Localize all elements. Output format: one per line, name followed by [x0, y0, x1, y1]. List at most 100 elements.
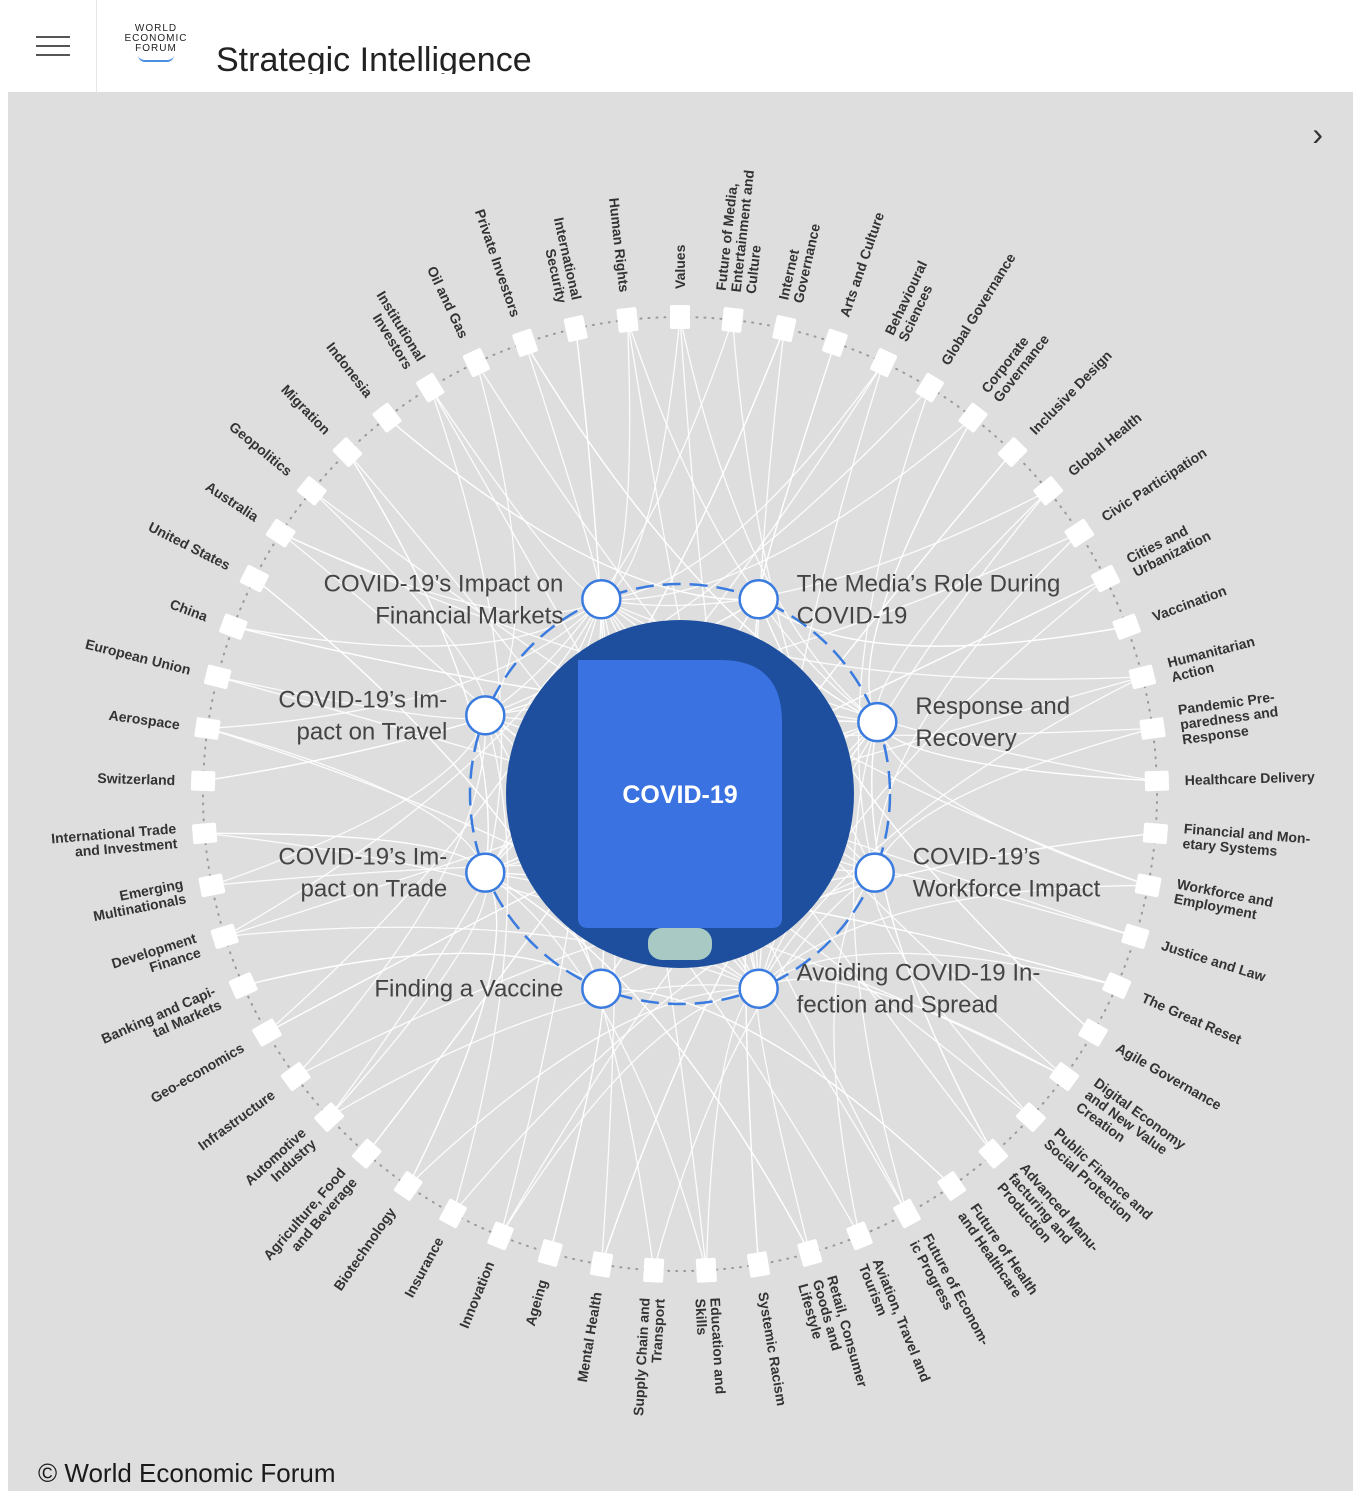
- topic-label[interactable]: Pandemic Pre-paredness andResponse: [1177, 688, 1281, 747]
- topic-node[interactable]: HumanitarianAction: [1128, 633, 1260, 690]
- topic-label[interactable]: The Great Reset: [1139, 990, 1244, 1048]
- key-issue-label[interactable]: fection and Spread: [797, 992, 998, 1019]
- topic-node[interactable]: Values: [670, 244, 690, 329]
- topic-label[interactable]: Civic Participation: [1098, 444, 1209, 524]
- topic-label[interactable]: Justice and Law: [1160, 937, 1268, 985]
- key-issue-label[interactable]: The Media’s Role During: [797, 570, 1061, 597]
- topic-node[interactable]: The Great Reset: [1102, 972, 1245, 1048]
- topic-node[interactable]: Vaccination: [1112, 582, 1229, 640]
- topic-label[interactable]: Retail, ConsumerGoods andLifestyle: [795, 1274, 871, 1398]
- key-issue-label[interactable]: Workforce Impact: [913, 876, 1101, 903]
- key-issue-label[interactable]: COVID-19’s Im-: [278, 686, 447, 713]
- topic-label[interactable]: AutomotiveIndustry: [241, 1124, 319, 1199]
- topic-label[interactable]: Biotechnology: [330, 1204, 399, 1293]
- topic-node[interactable]: Healthcare Delivery: [1144, 768, 1316, 792]
- topic-label[interactable]: Global Health: [1065, 409, 1145, 479]
- key-issue-label[interactable]: Response and: [915, 693, 1070, 720]
- topic-label[interactable]: Values: [672, 244, 688, 289]
- topic-node[interactable]: Human Rights: [606, 197, 639, 333]
- topic-label[interactable]: DevelopmentFinance: [109, 930, 202, 986]
- key-issue-label[interactable]: Recovery: [915, 725, 1016, 752]
- topic-label[interactable]: InternationalSecurity: [536, 216, 585, 305]
- topic-label[interactable]: Arts and Culture: [836, 210, 887, 319]
- topic-label[interactable]: Switzerland: [97, 770, 175, 788]
- key-issue-label[interactable]: pact on Travel: [297, 718, 448, 745]
- topic-label[interactable]: InstitutionalInvestors: [361, 288, 429, 372]
- topic-label[interactable]: Ageing: [522, 1278, 550, 1328]
- key-issue-label[interactable]: COVID-19: [797, 602, 908, 629]
- topic-label[interactable]: Infrastructure: [195, 1087, 278, 1154]
- topic-node[interactable]: InternetGovernance: [772, 219, 823, 343]
- key-issue-label[interactable]: Avoiding COVID-19 In-: [797, 960, 1041, 987]
- topic-node[interactable]: Retail, ConsumerGoods andLifestyle: [795, 1239, 871, 1398]
- topic-node[interactable]: China: [168, 596, 248, 641]
- topic-label[interactable]: Migration: [278, 381, 333, 437]
- topic-node[interactable]: Future of Media,Entertainment andCulture: [713, 167, 772, 333]
- topic-node[interactable]: Indonesia: [323, 339, 402, 433]
- topic-label[interactable]: Human Rights: [606, 197, 632, 293]
- key-issue-node[interactable]: COVID-19’s Im-pact on Travel: [278, 686, 506, 745]
- topic-label[interactable]: InternetGovernance: [775, 219, 823, 305]
- key-issue-node[interactable]: COVID-19’s Impact on Financial Markets: [324, 570, 622, 629]
- topic-label[interactable]: Inclusive Design: [1026, 347, 1114, 437]
- transformation-map[interactable]: COVID-19 COVID-19’s Impact on Financial Ma…: [8, 92, 1353, 1491]
- topic-node[interactable]: United States: [146, 519, 270, 593]
- topic-label[interactable]: Systemic Racism: [755, 1291, 790, 1407]
- topic-node[interactable]: Education andSkills: [692, 1257, 729, 1396]
- topic-node[interactable]: European Union: [84, 636, 232, 690]
- key-issue-label[interactable]: pact on Trade: [301, 876, 448, 903]
- topic-label[interactable]: China: [168, 596, 210, 625]
- topic-label[interactable]: Education andSkills: [692, 1297, 728, 1395]
- topic-label[interactable]: Supply Chain andTransport: [630, 1297, 668, 1417]
- topic-node[interactable]: Banking and Capi-tal Markets: [99, 972, 258, 1061]
- topic-node[interactable]: Cities andUrbanization: [1090, 514, 1213, 593]
- topic-label[interactable]: CorporateGovernance: [978, 322, 1052, 405]
- topic-node[interactable]: Systemic Racism: [746, 1251, 790, 1407]
- topic-label[interactable]: BehaviouralSciences: [881, 258, 943, 344]
- chevron-right-icon[interactable]: ›: [1312, 116, 1323, 152]
- topic-node[interactable]: Switzerland: [97, 770, 216, 792]
- key-issue-label[interactable]: Finding a Vaccine: [374, 976, 563, 1003]
- topic-label[interactable]: European Union: [84, 636, 193, 678]
- topic-label[interactable]: HumanitarianAction: [1166, 633, 1260, 685]
- topic-label[interactable]: Australia: [203, 478, 262, 524]
- topic-label[interactable]: Healthcare Delivery: [1185, 768, 1316, 788]
- topic-node[interactable]: InternationalSecurity: [536, 216, 588, 343]
- topic-network-diagram[interactable]: COVID-19 COVID-19’s Impact on Financial Ma…: [8, 92, 1353, 1491]
- topic-node[interactable]: Innovation: [456, 1221, 514, 1331]
- topic-label[interactable]: Indonesia: [323, 339, 376, 401]
- topic-label[interactable]: Geopolitics: [226, 418, 295, 479]
- topic-node[interactable]: Workforce andEmployment: [1134, 873, 1275, 925]
- topic-label[interactable]: Aerospace: [108, 707, 181, 733]
- topic-label[interactable]: Insurance: [401, 1234, 447, 1300]
- topic-label[interactable]: Workforce andEmployment: [1173, 876, 1275, 925]
- topic-node[interactable]: Justice and Law: [1121, 923, 1268, 985]
- topic-node[interactable]: Financial and Mon-etary Systems: [1142, 820, 1312, 861]
- topic-node[interactable]: Oil and Gas: [424, 264, 491, 378]
- topic-label[interactable]: Oil and Gas: [424, 264, 472, 341]
- topic-label[interactable]: Cities andUrbanization: [1124, 514, 1214, 580]
- topic-node[interactable]: Supply Chain andTransport: [630, 1257, 668, 1417]
- key-issue-node[interactable]: Avoiding COVID-19 In-fection and Spread: [738, 960, 1041, 1019]
- key-issue-label[interactable]: COVID-19’s Impact on: [324, 570, 564, 597]
- topic-label[interactable]: International Tradeand Investment: [51, 820, 179, 861]
- topic-node[interactable]: BehaviouralSciences: [869, 258, 943, 378]
- topic-node[interactable]: DevelopmentFinance: [109, 923, 239, 986]
- topic-label[interactable]: Innovation: [456, 1259, 497, 1331]
- topic-node[interactable]: Ageing: [522, 1239, 563, 1328]
- key-issue-label[interactable]: COVID-19’s: [913, 844, 1041, 871]
- topic-label[interactable]: Future of Media,Entertainment andCulture: [713, 167, 772, 295]
- topic-node[interactable]: Private Investors: [472, 207, 539, 357]
- topic-node[interactable]: Mental Health: [574, 1251, 614, 1383]
- topic-label[interactable]: United States: [146, 519, 233, 574]
- topic-label[interactable]: Financial and Mon-etary Systems: [1182, 820, 1311, 861]
- covid-19-hub[interactable]: COVID-19: [506, 620, 854, 968]
- topic-node[interactable]: Migration: [278, 381, 363, 467]
- topic-label[interactable]: Geo-economics: [148, 1039, 247, 1105]
- topic-node[interactable]: Pandemic Pre-paredness andResponse: [1139, 688, 1281, 747]
- topic-node[interactable]: Insurance: [401, 1198, 467, 1300]
- key-issue-label[interactable]: Financial Markets: [375, 602, 563, 629]
